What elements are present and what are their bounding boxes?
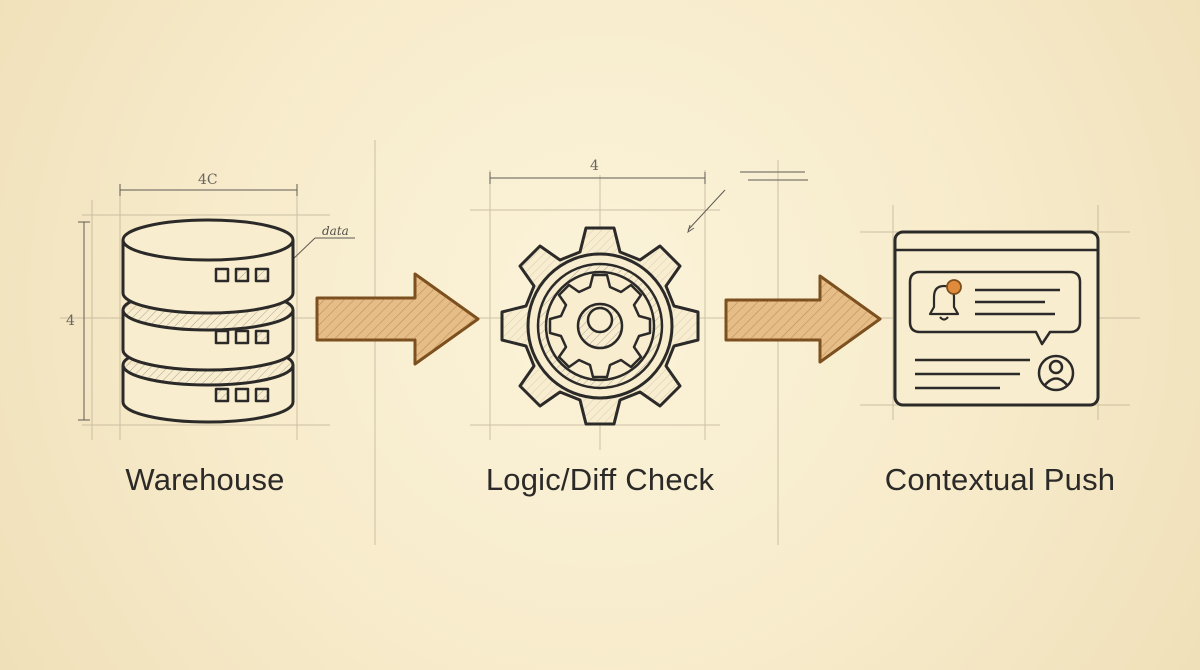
gear-icon [500, 226, 700, 426]
dim-warehouse-width: 4C [198, 172, 218, 188]
step-label-logic-diff-check: Logic/Diff Check [485, 462, 715, 497]
step-label-contextual-push: Contextual Push [884, 462, 1116, 497]
database-slots [214, 267, 270, 403]
user-avatar-icon [1037, 354, 1075, 392]
dim-warehouse-height: 4 [66, 313, 75, 329]
notification-window-icon [893, 230, 1100, 407]
data-note: data [322, 224, 349, 238]
arrow-right-icon [315, 272, 480, 366]
notification-dot [946, 279, 962, 295]
arrow-right-icon [724, 274, 882, 364]
dim-gear-width: 4 [590, 158, 599, 174]
database-icon [121, 218, 295, 424]
step-label-warehouse: Warehouse [125, 462, 285, 497]
